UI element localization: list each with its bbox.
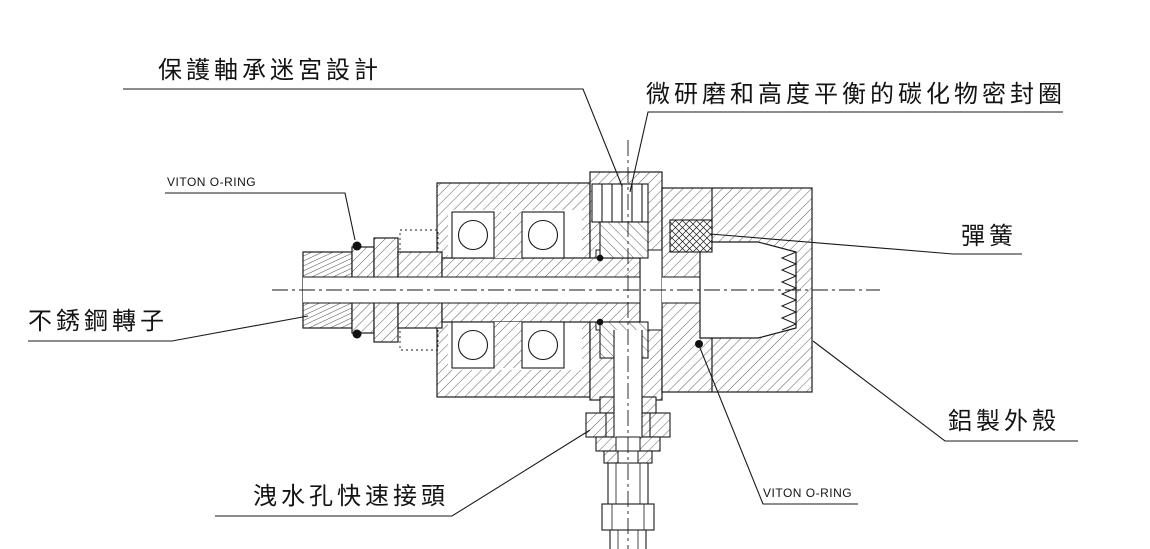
label-viton-oring-left: VITON O-RING: [167, 175, 257, 189]
label-carbide-seal: 微研磨和高度平衡的碳化物密封圈: [646, 81, 1066, 108]
viton-o-ring-dot: [352, 329, 362, 339]
centerlines: [272, 140, 880, 549]
label-spring: 彈簧: [961, 223, 1017, 250]
bearing-ball: [457, 329, 489, 361]
viton-o-ring-dot: [695, 340, 703, 348]
label-stainless-rotor: 不銹鋼轉子: [28, 308, 168, 335]
label-drain-quick-coupler: 洩水孔快速接頭: [253, 483, 449, 510]
viton-o-ring-dot: [352, 241, 362, 251]
leader-viton-oring-left: [165, 192, 356, 241]
ball-bearings: [451, 211, 565, 369]
labyrinth-seal: [591, 183, 649, 223]
o-ring-dot: [596, 318, 604, 326]
leader-drain-coupler: [215, 429, 591, 517]
bearing-ball: [527, 329, 559, 361]
leader-aluminum-housing: [812, 340, 1078, 442]
leader-lines: [28, 88, 1078, 517]
spring: [669, 219, 713, 253]
label-aluminum-housing: 鋁製外殼: [948, 408, 1060, 435]
label-bearing-labyrinth: 保護軸承迷宮設計: [158, 57, 382, 84]
bearing-ball: [457, 219, 489, 251]
carbide-seal-ring: [599, 221, 649, 259]
end-cap-dome-cavity: [699, 241, 797, 339]
leader-stainless-rotor: [28, 315, 309, 342]
label-viton-oring-right: VITON O-RING: [763, 486, 853, 500]
leader-spring: [709, 233, 1022, 255]
leader-viton-oring-right: [699, 347, 858, 505]
bearing-ball: [527, 219, 559, 251]
internal-thread-profile: [780, 251, 798, 331]
leader-bearing-labyrinth: [123, 88, 623, 187]
o-ring-dot: [596, 254, 604, 262]
leader-carbide-seal: [629, 111, 1063, 193]
o-rings: [352, 241, 703, 348]
